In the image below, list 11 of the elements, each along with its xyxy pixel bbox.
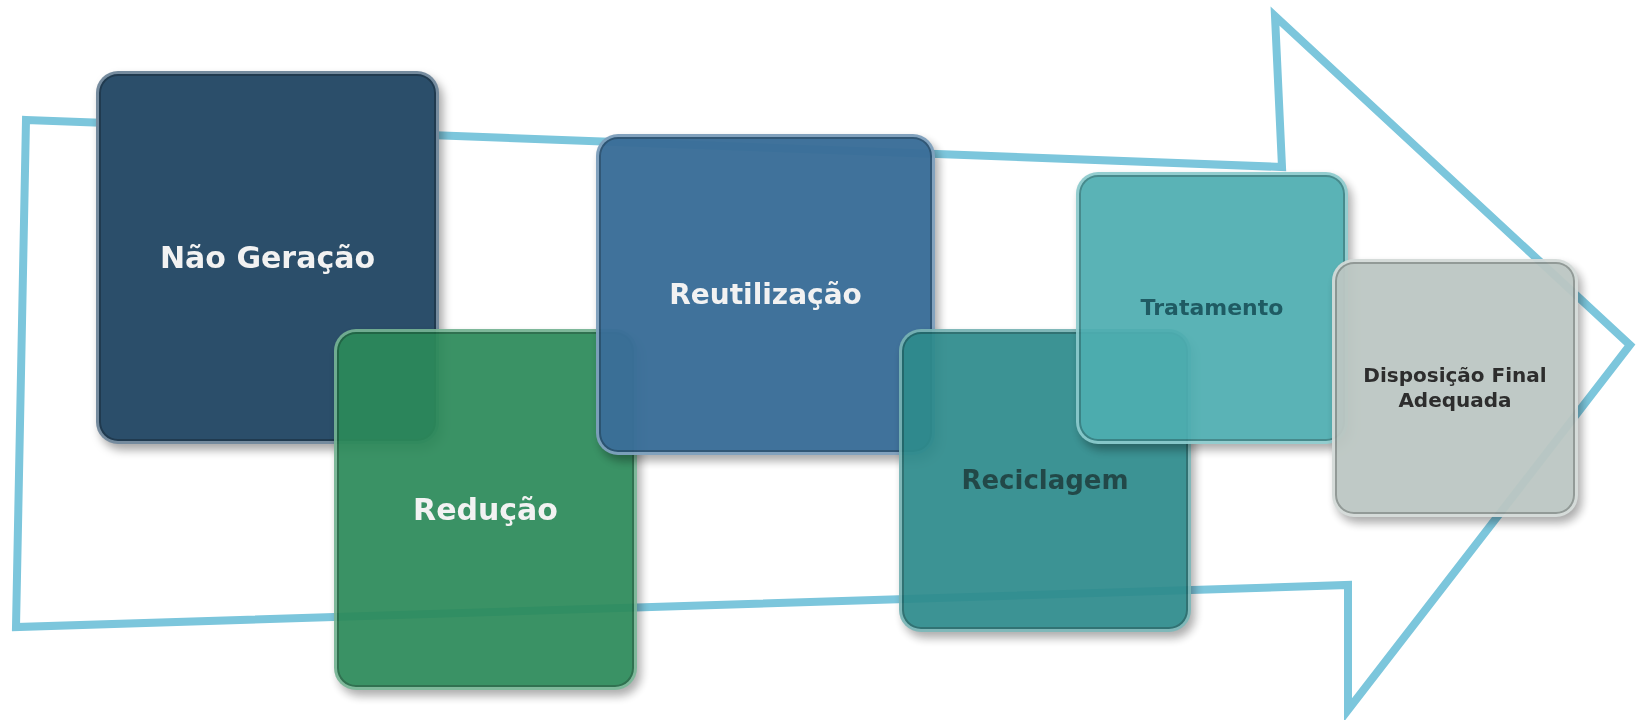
step-box [596,134,935,455]
step-box [1332,259,1578,517]
step-label: Disposição Final Adequada [1362,363,1548,413]
step-label: Não Geração [159,238,376,277]
step-box [96,71,439,444]
step-label: Reutilização [669,277,862,312]
step-box [334,329,637,690]
step-label: Redução [413,490,558,529]
step-box [1076,172,1348,444]
step-label: Reciclagem [961,464,1129,497]
step-label: Tratamento [1140,294,1284,322]
